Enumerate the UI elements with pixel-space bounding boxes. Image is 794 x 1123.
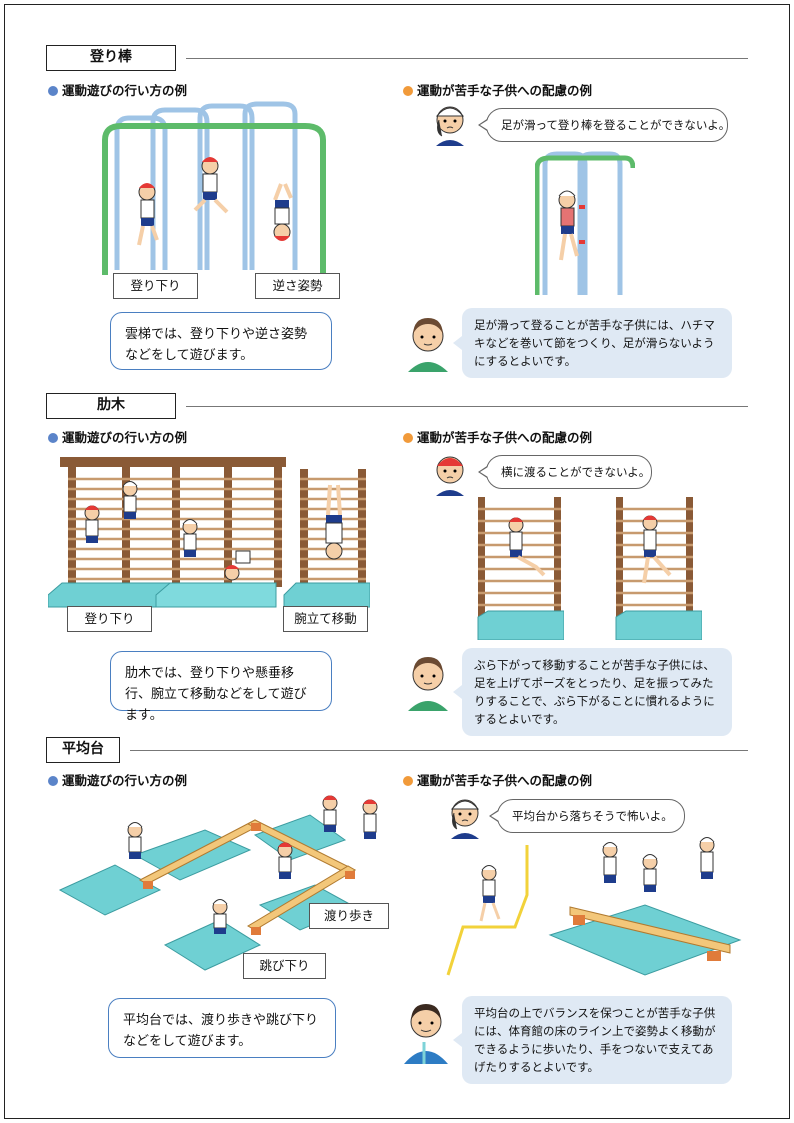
summary-box: 肋木では、登り下りや懸垂移行、腕立て移動などをして遊びます。 (110, 651, 332, 723)
teacher-face-icon (404, 651, 452, 711)
summary-box: 雲梯では、登り下りや逆さ姿勢などをして遊びます。 (110, 312, 332, 370)
child-face-icon (430, 450, 470, 496)
label-climb-up-down: 登り下り (113, 273, 198, 299)
left-heading: 運動遊びの行い方の例 (48, 427, 187, 446)
section-title: 登り棒 (46, 45, 176, 71)
label-inverted-pose: 逆さ姿勢 (255, 273, 340, 299)
label-push-up-move: 腕立て移動 (283, 606, 368, 632)
orange-dot-icon (403, 776, 413, 786)
orange-dot-icon (403, 433, 413, 443)
pole-with-headband-illustration (535, 150, 635, 295)
child-face-icon (445, 793, 485, 839)
right-heading: 運動が苦手な子供への配慮の例 (403, 80, 592, 99)
child-speech-bubble: 平均台から落ちそうで怖いよ。 (489, 799, 685, 833)
orange-dot-icon (403, 86, 413, 96)
teacher-advice-box: 平均台の上でバランスを保つことが苦手な子供には、体育館の床のライン上で姿勢よく移… (453, 996, 732, 1084)
blue-dot-icon (48, 86, 58, 96)
blue-dot-icon (48, 433, 58, 443)
climbing-bars-illustration (95, 100, 335, 280)
summary-box: 平均台では、渡り歩きや跳び下りなどをして遊びます。 (108, 998, 336, 1058)
section-rule (130, 750, 748, 751)
line-walk-and-support-illustration (445, 835, 745, 980)
child-speech-bubble: 横に渡ることができないよ。 (478, 455, 652, 489)
teacher-face-icon (404, 312, 452, 372)
hanging-legs-up-illustration (474, 495, 564, 640)
child-speech-bubble: 足が滑って登り棒を登ることができないよ。 (478, 108, 730, 142)
section-rule (186, 406, 748, 407)
section-title: 肋木 (46, 393, 176, 419)
child-face-icon (430, 100, 470, 146)
hanging-swing-illustration (612, 495, 702, 640)
label-walk-across: 渡り歩き (309, 903, 389, 929)
balance-beam-illustration (55, 795, 390, 985)
right-heading: 運動が苦手な子供への配慮の例 (403, 427, 592, 446)
right-heading: 運動が苦手な子供への配慮の例 (403, 770, 592, 789)
label-jump-down: 跳び下り (243, 953, 326, 979)
wall-bars-illustration (48, 455, 370, 615)
teacher-face-icon (402, 998, 450, 1064)
left-heading: 運動遊びの行い方の例 (48, 80, 187, 99)
teacher-advice-box: 足が滑って登ることが苦手な子供には、ハチマキなどを巻いて節をつくり、足が滑らない… (453, 308, 732, 378)
section-rule (186, 58, 748, 59)
left-heading: 運動遊びの行い方の例 (48, 770, 187, 789)
label-climb-up-down: 登り下り (67, 606, 152, 632)
teacher-advice-box: ぶら下がって移動することが苦手な子供には、足を上げてポーズをとったり、足を振って… (453, 648, 732, 736)
blue-dot-icon (48, 776, 58, 786)
page-frame (4, 4, 790, 1119)
section-title: 平均台 (46, 737, 120, 763)
